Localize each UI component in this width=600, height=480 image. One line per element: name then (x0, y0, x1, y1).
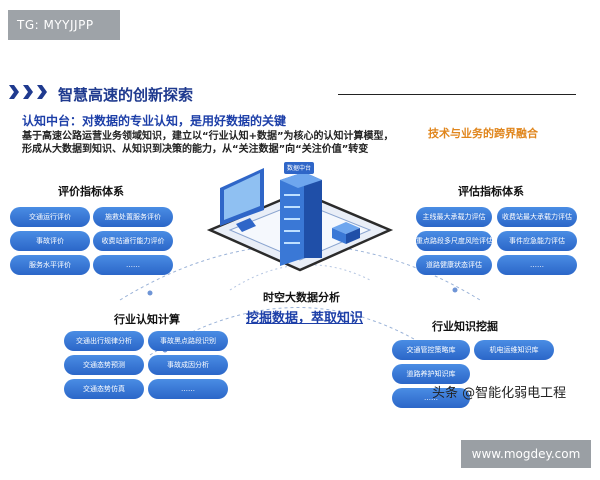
cognition-item: 交通态势预测 (64, 355, 144, 375)
center-title: 时空大数据分析 (263, 291, 340, 304)
chevron-right-icon (23, 85, 33, 99)
chevron-right-icon (9, 85, 19, 99)
cognition-item: 交通态势仿真 (64, 379, 144, 399)
left-eval-item: 施救处置服务评价 (93, 207, 173, 227)
left-eval-title: 评价指标体系 (58, 185, 124, 198)
left-eval-item: 事故评价 (10, 231, 90, 251)
page-subtitle: 认知中台：对数据的专业认知，是用好数据的关键 (22, 114, 287, 128)
center-slogan: 挖掘数据，萃取知识 (246, 311, 364, 326)
cognition-item: …… (148, 379, 228, 399)
cognition-item: 交通出行规律分析 (64, 331, 144, 351)
right-eval-item: …… (497, 255, 577, 275)
page-title: 智慧高速的创新探索 (58, 86, 194, 104)
mining-title: 行业知识挖掘 (432, 320, 498, 333)
cognition-title: 行业认知计算 (114, 313, 180, 326)
left-eval-item: 交通运行评价 (10, 207, 90, 227)
mining-item: 机电运维知识库 (474, 340, 554, 360)
mining-item: …… (392, 388, 470, 408)
mining-item: 道路养护知识库 (392, 364, 470, 384)
data-platform-illustration (206, 162, 394, 272)
cognition-item: 事故黑点路段识别 (148, 331, 228, 351)
left-eval-item: 服务水平评价 (10, 255, 90, 275)
source-watermark: 头条 @智能化弱电工程 (432, 386, 567, 401)
right-eval-item: 收费站最大承载力评估 (497, 207, 577, 227)
cognition-item: 事故成因分析 (148, 355, 228, 375)
url-watermark: www.mogdey.com (461, 440, 591, 468)
left-eval-item: 收费站通行能力评价 (93, 231, 173, 251)
screen-label: 数据中台 (286, 165, 311, 172)
right-eval-item: 事件应急能力评估 (497, 231, 577, 251)
right-eval-title: 评估指标体系 (458, 185, 524, 198)
left-eval-item: …… (93, 255, 173, 275)
right-eval-item: 重点路段多尺度风险评估 (416, 231, 492, 251)
fusion-label: 技术与业务的跨界融合 (428, 127, 538, 140)
title-divider (338, 94, 576, 95)
mining-item: 交通管控策略库 (392, 340, 470, 360)
description-line-2: 形成从大数据到知识、从知识到决策的能力，从“关注数据”向“关注价值”转变 (22, 144, 369, 155)
right-eval-item: 主线最大承载力评估 (416, 207, 492, 227)
description-line-1: 基于高速公路运营业务领域知识，建立以“行业认知+数据”为核心的认知计算模型， (22, 131, 394, 142)
watermark-tag: TG: MYYJJPP (8, 10, 120, 40)
right-eval-item: 道路健康状态评估 (416, 255, 492, 275)
chevron-right-icon (37, 85, 47, 99)
